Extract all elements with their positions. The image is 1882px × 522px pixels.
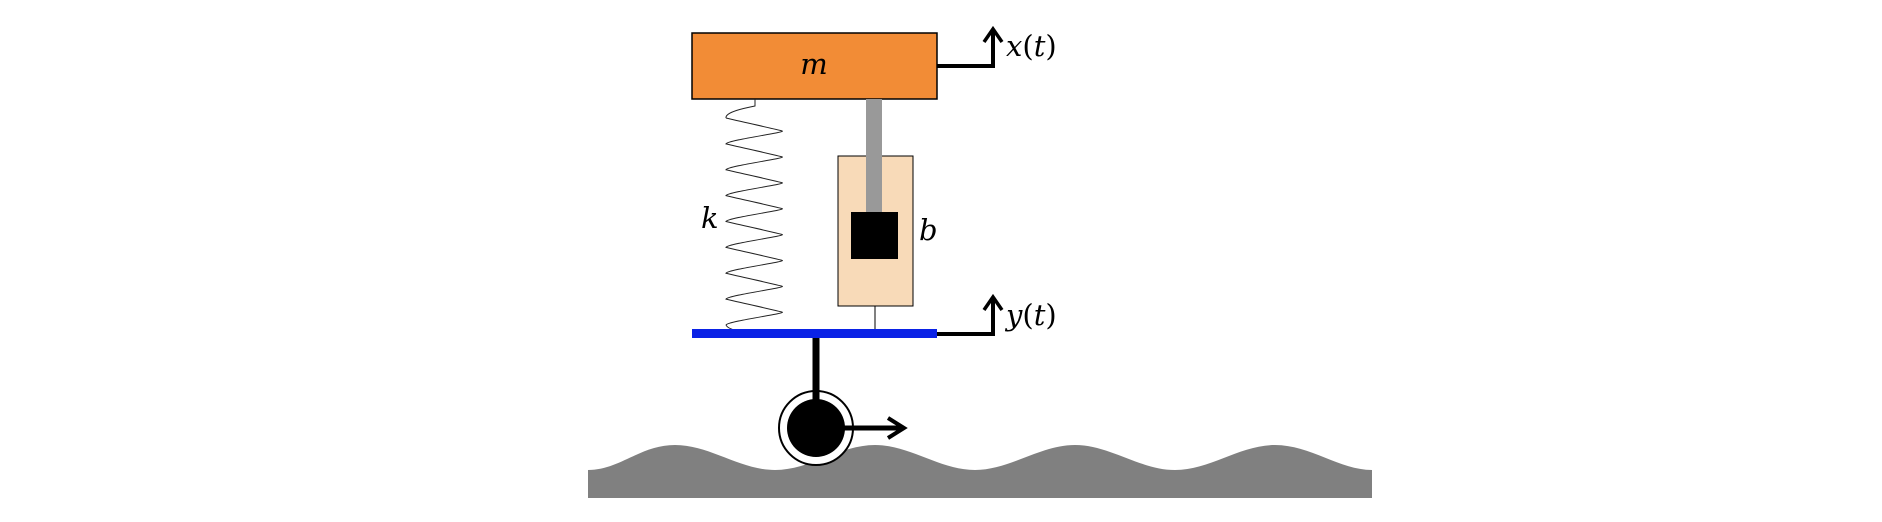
damper-label: b (919, 213, 938, 247)
y-of-t-label: y(t) (1004, 298, 1057, 332)
x-of-t-label: x(t) (1006, 29, 1057, 63)
road-ground (588, 445, 1372, 498)
spring (725, 99, 783, 334)
piston-rod (866, 99, 882, 212)
arrow-up-icon (937, 25, 1004, 68)
spring-label: k (701, 201, 719, 235)
mass-label: m (800, 47, 828, 81)
base-plate (692, 329, 937, 338)
piston-head (851, 212, 898, 259)
arrow-right-icon (816, 416, 908, 440)
arrow-up-icon (937, 293, 1004, 336)
